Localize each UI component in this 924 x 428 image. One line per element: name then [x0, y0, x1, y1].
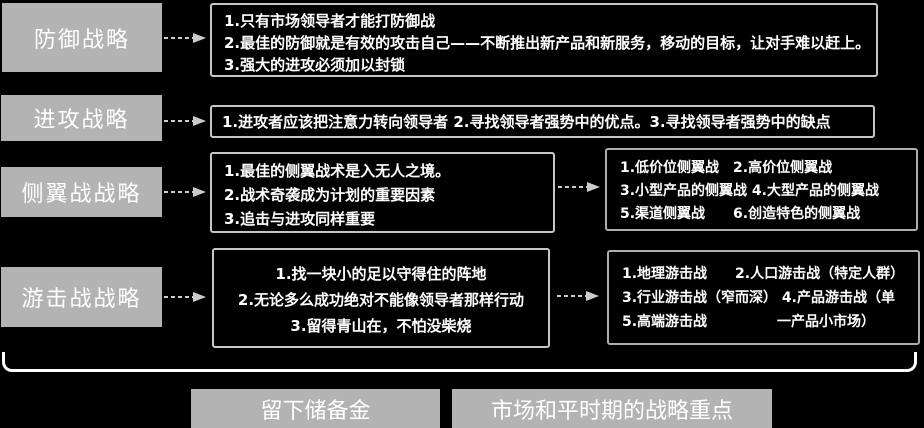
point-line: 2.最佳的防御就是有效的攻击自己——不断推出新产品和新服务，移动的目标，让对手难… [224, 34, 871, 52]
flanking-types-box: 1.低价位侧翼战 2.高价位侧翼战 3.小型产品的侧翼战 4.大型产品的侧翼战 … [605, 148, 918, 231]
point-line: 3.小型产品的侧翼战 4.大型产品的侧翼战 [620, 183, 879, 199]
label-flanking-strategy: 侧翼战战略 [1, 167, 162, 217]
point-line: 5.高端游击战 一产品小市场） [622, 314, 876, 330]
dashed-arrow-icon [558, 182, 600, 192]
point-line: 1.低价位侧翼战 2.高价位侧翼战 [620, 160, 833, 176]
defense-points-box: 1.只有市场领导者才能打防御战 2.最佳的防御就是有效的攻击自己——不断推出新产… [210, 3, 878, 77]
offense-points-box: 1.进攻者应该把注意力转向领导者 2.寻找领导者强势中的优点。3.寻找领导者强势… [210, 105, 875, 138]
dashed-arrow-icon [164, 116, 206, 126]
label-guerrilla-strategy: 游击战战略 [1, 267, 162, 327]
dashed-arrow-icon [164, 33, 206, 43]
point-line: 1.进攻者应该把注意力转向领导者 2.寻找领导者强势中的优点。3.寻找领导者强势… [222, 113, 831, 131]
label-offense-strategy: 进攻战略 [1, 95, 162, 141]
point-line: 1.只有市场领导者才能打防御战 [224, 12, 436, 30]
point-line: 3.留得青山在，不怕没柴烧 [290, 317, 472, 335]
label-defense-strategy: 防御战略 [2, 3, 162, 72]
flanking-points-box: 1.最佳的侧翼战术是入无人之境。 2.战术奇袭成为计划的重要因素 3.追击与进攻… [210, 152, 555, 233]
point-line: 5.渠道侧翼战 6.创造特色的侧翼战 [620, 206, 861, 222]
dashed-arrow-icon [164, 187, 206, 197]
point-line: 1.找一块小的足以守得住的阵地 [275, 265, 487, 283]
reserve-fund-box: 留下储备金 [191, 389, 440, 428]
point-line: 3.行业游击战（窄而深） 4.产品游击战（单 [622, 290, 895, 306]
point-line: 3.追击与进攻同样重要 [224, 210, 376, 228]
guerrilla-points-box: 1.找一块小的足以守得住的阵地 2.无论多么成功绝对不能像领导者那样行动 3.留… [212, 248, 550, 348]
point-line: 2.战术奇袭成为计划的重要因素 [224, 186, 436, 204]
point-line: 3.强大的进攻必须加以封锁 [224, 56, 406, 74]
dashed-arrow-icon [557, 291, 599, 301]
point-line: 1.地理游击战 2.人口游击战（特定人群） [622, 266, 905, 282]
guerrilla-types-box: 1.地理游击战 2.人口游击战（特定人群） 3.行业游击战（窄而深） 4.产品游… [607, 250, 920, 345]
dashed-arrow-icon [164, 292, 206, 302]
point-line: 2.无论多么成功绝对不能像领导者那样行动 [237, 291, 525, 309]
point-line: 1.最佳的侧翼战术是入无人之境。 [224, 162, 451, 180]
summary-bracket [2, 352, 917, 372]
peacetime-focus-box: 市场和平时期的战略重点 [452, 389, 772, 428]
